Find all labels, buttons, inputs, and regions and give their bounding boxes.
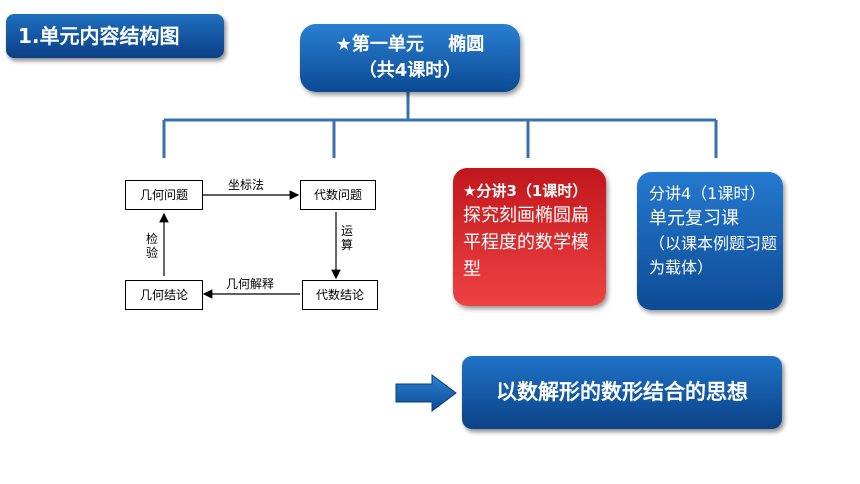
label-operation: 运算	[341, 224, 354, 252]
right-arrow-icon	[395, 374, 457, 412]
lesson-4-body: 单元复习课	[649, 208, 739, 229]
idea-banner-text: 以数解形的数形结合的思想	[496, 380, 748, 404]
lesson-3-header: ★分讲3（1课时）	[463, 182, 588, 200]
label-coordinate-method: 坐标法	[228, 178, 265, 192]
flowchart-arrows	[159, 190, 341, 299]
unit-title: ★第一单元 椭圆	[335, 34, 485, 55]
label-verify: 检验	[146, 232, 159, 260]
lesson-3-box: ★分讲3（1课时） 探究刻画椭圆扁平程度的数学模型	[453, 168, 606, 306]
box-alg-conclusion: 代数结论	[302, 280, 378, 310]
method-flowchart: 几何问题 代数问题 几何结论 代数结论 坐标法 运算 检验 几何解释	[88, 170, 408, 320]
lesson-4-box: 分讲4（1课时） 单元复习课 （以课本例题习题为载体）	[637, 172, 783, 310]
lesson-4-header: 分讲4（1课时）	[649, 184, 766, 203]
box-geo-conclusion: 几何结论	[125, 280, 203, 310]
unit-hours: （共4课时）	[358, 60, 462, 81]
lesson-3-body: 探究刻画椭圆扁平程度的数学模型	[463, 205, 589, 280]
lesson-4-sub: （以课本例题习题为载体）	[649, 234, 778, 277]
box-geo-problem: 几何问题	[125, 180, 203, 210]
section-title-tab: 1.单元内容结构图	[6, 14, 224, 58]
section-title-text: 1.单元内容结构图	[18, 24, 180, 48]
box-alg-problem: 代数问题	[300, 180, 376, 210]
unit-root-box: ★第一单元 椭圆 （共4课时）	[300, 24, 520, 92]
label-geo-interpretation: 几何解释	[226, 277, 275, 291]
idea-banner: 以数解形的数形结合的思想	[462, 356, 782, 429]
